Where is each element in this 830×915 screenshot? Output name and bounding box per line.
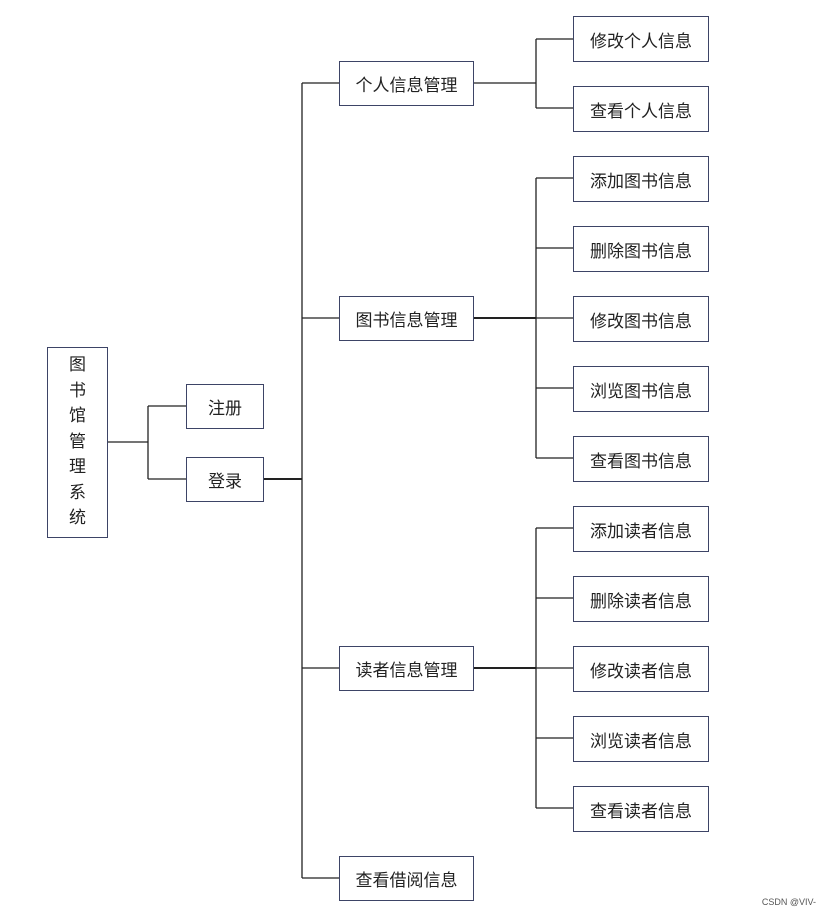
view-borrow-info-node: 查看借阅信息	[339, 856, 474, 901]
browse-reader-info-node: 浏览读者信息	[573, 716, 709, 762]
view-personal-info-node: 查看个人信息	[573, 86, 709, 132]
register-node: 注册	[186, 384, 264, 429]
delete-reader-info-node: 删除读者信息	[573, 576, 709, 622]
root-node-library-system: 图 书 馆 管 理 系 统	[47, 347, 108, 538]
root-char: 管	[69, 431, 86, 452]
edit-personal-info-node: 修改个人信息	[573, 16, 709, 62]
delete-book-info-node: 删除图书信息	[573, 226, 709, 272]
login-node: 登录	[186, 457, 264, 502]
root-char: 统	[69, 508, 86, 529]
browse-book-info-node: 浏览图书信息	[573, 366, 709, 412]
book-info-management-node: 图书信息管理	[339, 296, 474, 341]
root-char: 馆	[69, 406, 86, 427]
watermark: CSDN @VIV-	[761, 897, 816, 907]
personal-info-management-node: 个人信息管理	[339, 61, 474, 106]
root-char: 系	[69, 482, 86, 503]
root-char: 理	[69, 457, 86, 478]
edit-book-info-node: 修改图书信息	[573, 296, 709, 342]
view-book-info-node: 查看图书信息	[573, 436, 709, 482]
edit-reader-info-node: 修改读者信息	[573, 646, 709, 692]
root-char: 书	[69, 380, 86, 401]
root-char: 图	[69, 355, 86, 376]
add-book-info-node: 添加图书信息	[573, 156, 709, 202]
view-reader-info-node: 查看读者信息	[573, 786, 709, 832]
add-reader-info-node: 添加读者信息	[573, 506, 709, 552]
reader-info-management-node: 读者信息管理	[339, 646, 474, 691]
